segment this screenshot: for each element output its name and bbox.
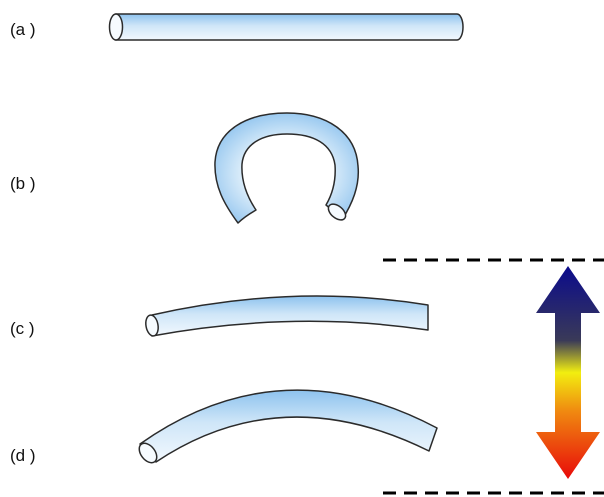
double-headed-gradient-arrow-icon (536, 266, 600, 479)
strongly-curved-tube (138, 389, 438, 464)
panel-label-b: (b ) (10, 174, 36, 193)
panel-label-a: (a ) (10, 20, 36, 39)
ring-tube (214, 112, 360, 224)
straight-tube (108, 13, 464, 41)
panel-label-d: (d ) (10, 446, 36, 465)
slightly-curved-tube (145, 295, 429, 337)
panel-label-c: (c ) (10, 319, 35, 338)
